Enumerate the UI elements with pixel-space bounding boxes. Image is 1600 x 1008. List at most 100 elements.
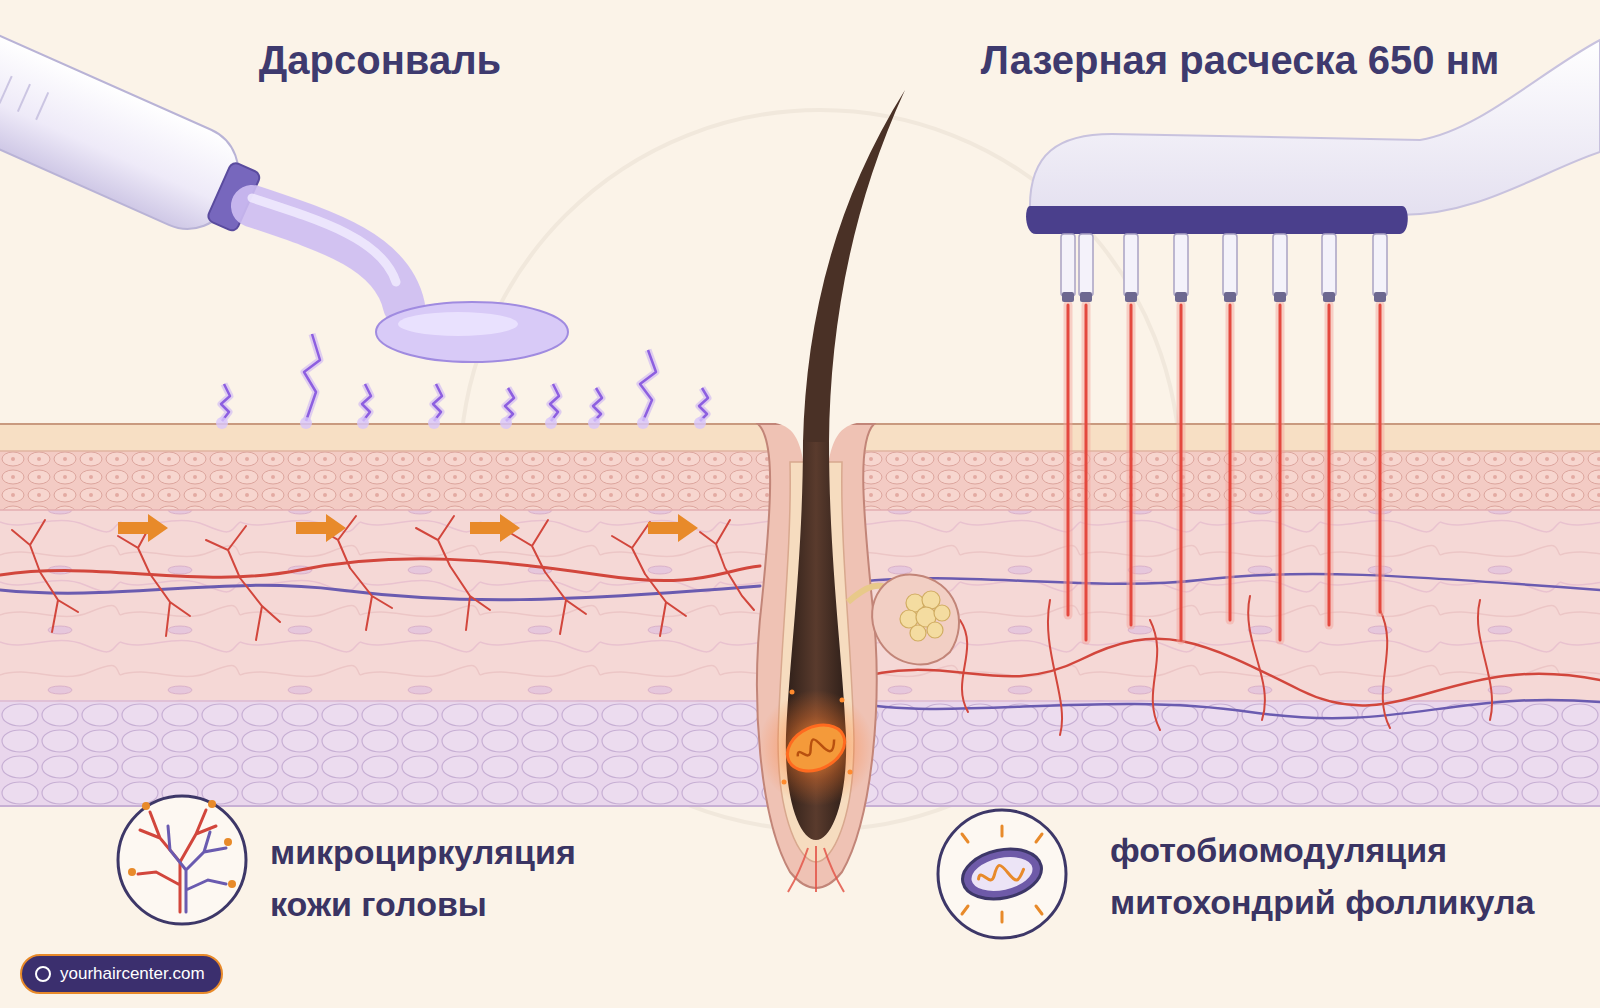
icon-dot xyxy=(142,802,150,810)
papilla-vessels xyxy=(788,846,844,892)
capillaries xyxy=(12,516,754,640)
beam xyxy=(1379,305,1382,612)
spark xyxy=(550,384,559,421)
ray xyxy=(962,906,968,914)
ray xyxy=(1001,912,1004,922)
spark-contact xyxy=(637,417,649,429)
spark-contact xyxy=(216,417,228,429)
tooth-tip xyxy=(1274,292,1286,302)
spark xyxy=(640,350,656,421)
laser-comb xyxy=(1026,40,1600,640)
mitochondrion-cristae xyxy=(794,731,838,764)
handle-ribs xyxy=(0,60,48,120)
gland-sac xyxy=(872,575,959,665)
sparks xyxy=(216,334,708,429)
tooth xyxy=(1223,234,1237,296)
tooth-tip xyxy=(1374,292,1386,302)
sparkle xyxy=(790,690,795,695)
spark xyxy=(593,388,602,421)
vein xyxy=(0,585,760,599)
icon-vein xyxy=(168,826,226,912)
spark xyxy=(699,388,708,421)
sparkles xyxy=(782,690,853,785)
spark-contacts xyxy=(216,417,706,429)
sparkle xyxy=(848,770,853,775)
tooth xyxy=(1322,234,1336,296)
icon-dots xyxy=(128,800,236,888)
flow-arrow xyxy=(118,514,168,542)
spark xyxy=(550,384,559,421)
lobule xyxy=(910,625,926,641)
disc-highlight xyxy=(398,312,518,336)
microcirculation-icon xyxy=(118,796,246,924)
beam xyxy=(1082,305,1091,640)
teeth-shafts xyxy=(1061,234,1387,296)
gland-lobules xyxy=(900,591,950,641)
flow-arrow xyxy=(296,514,346,542)
tooth-tip xyxy=(1062,292,1074,302)
ray xyxy=(1036,906,1042,914)
capillary xyxy=(700,520,754,610)
icon-circle xyxy=(118,796,246,924)
spark-contact xyxy=(300,417,312,429)
teeth-tips xyxy=(1062,292,1386,302)
hair-follicle xyxy=(757,90,905,892)
beam xyxy=(1279,305,1282,640)
beam xyxy=(1229,305,1232,620)
spark-contact xyxy=(428,417,440,429)
beam xyxy=(1127,305,1136,625)
hair-shaft xyxy=(803,90,905,442)
tooth xyxy=(1174,234,1188,296)
spark-contact xyxy=(357,417,369,429)
beam xyxy=(1226,305,1235,620)
flow-arrow xyxy=(648,514,698,542)
icon-dot xyxy=(228,880,236,888)
icon-dot xyxy=(208,800,216,808)
ray xyxy=(962,834,968,842)
icon-mito-cristae xyxy=(977,861,1026,888)
lobule xyxy=(934,605,950,621)
spark xyxy=(433,384,442,421)
spark xyxy=(699,388,708,421)
mitochondrion-body xyxy=(780,716,852,779)
ray xyxy=(1036,834,1042,842)
spark xyxy=(362,384,371,421)
mitochondrion-glow xyxy=(758,690,874,806)
capillary xyxy=(12,520,78,632)
tooth xyxy=(1124,234,1138,296)
electrode-disc xyxy=(376,302,568,362)
section-heading: Дарсонваль xyxy=(259,38,501,82)
beam xyxy=(1276,305,1285,640)
tooth-tip xyxy=(1080,292,1092,302)
spark xyxy=(221,384,230,421)
ray xyxy=(1001,826,1004,836)
spark-glow xyxy=(221,334,708,421)
beam-core xyxy=(1068,305,1380,640)
node-text: микроциркуляция кожи головы xyxy=(270,826,630,930)
papilla-vessel xyxy=(788,848,808,892)
beam xyxy=(1376,305,1385,612)
site-badge: yourhaircenter.com xyxy=(20,954,223,994)
flow-arrows xyxy=(118,514,698,542)
icon-circle xyxy=(938,810,1066,938)
spark xyxy=(505,388,514,421)
spark xyxy=(640,350,656,421)
spark xyxy=(221,384,230,421)
artery xyxy=(0,559,760,581)
left-vessels xyxy=(0,514,760,640)
laser-beams xyxy=(1068,305,1380,640)
capillary xyxy=(512,520,586,634)
spark-core xyxy=(221,334,708,421)
spark xyxy=(304,334,320,421)
beam xyxy=(1177,305,1186,640)
beam-glow xyxy=(1068,305,1380,640)
capillary xyxy=(206,526,280,640)
icon-dot xyxy=(224,838,232,846)
mitochondrion xyxy=(780,716,852,779)
node-text: yourhaircenter.com xyxy=(60,956,205,992)
icon-caption: фотобиомодуляция митохондрий фолликула xyxy=(938,824,1570,928)
spark-contact xyxy=(588,417,600,429)
icon-mito-inner xyxy=(968,852,1035,896)
spark xyxy=(505,388,514,421)
